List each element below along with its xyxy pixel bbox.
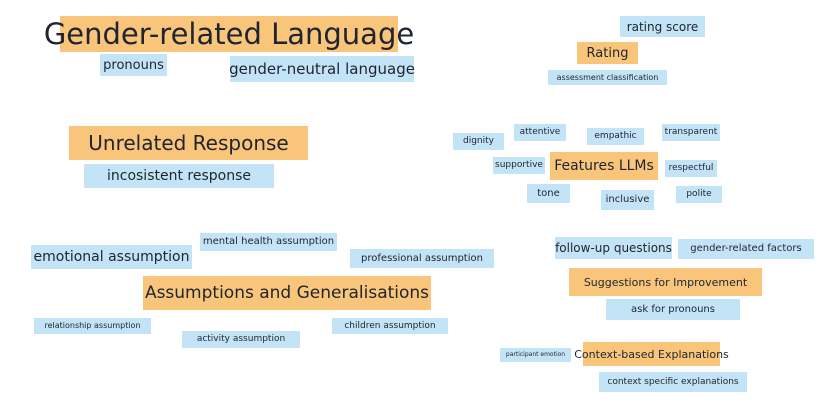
theme-assumptions-and-generalisations: Assumptions and Generalisations [143,276,431,310]
code-rating-score: rating score [620,16,705,37]
code-incosistent-response: incosistent response [84,164,274,188]
code-attentive: attentive [514,124,566,141]
theme-context-based-explanations: Context-based Explanations [574,342,729,366]
code-activity-assumption: activity assumption [182,331,300,348]
code-emotional-assumption: emotional assumption [31,245,192,269]
code-tone: tone [527,184,570,203]
theme-gender-related-language: Gender-related Language [43,16,415,52]
code-ask-for-pronouns: ask for pronouns [606,299,740,320]
code-respectful: respectful [665,160,717,177]
code-assessment-classification: assessment classification [548,70,667,85]
code-professional-assumption: professional assumption [350,249,494,268]
code-relationship-assumption: relationship assumption [34,318,151,334]
code-children-assumption: children assumption [332,318,448,334]
theme-unrelated-response: Unrelated Response [69,126,308,160]
theme-suggestions-for-improvement: Suggestions for Improvement [569,268,762,296]
code-supportive: supportive [493,157,545,174]
code-participant-emotion: participant emotion [500,348,571,362]
code-mental-health-assumption: mental health assumption [200,233,337,251]
theme-features-llms: Features LLMs [550,152,658,180]
code-context-specific-explanations: context specific explanations [599,372,747,392]
code-dignity: dignity [453,133,504,150]
code-transparent: transparent [662,124,720,141]
code-gender-related-factors: gender-related factors [678,239,814,259]
code-gender-neutral-language: gender-neutral language [229,56,415,82]
theme-rating: Rating [577,42,638,64]
code-empathic: empathic [587,128,644,145]
code-pronouns: pronouns [100,54,167,76]
code-polite: polite [676,186,722,203]
code-follow-up-questions: follow-up questions [555,237,672,259]
code-inclusive: inclusive [601,190,654,210]
